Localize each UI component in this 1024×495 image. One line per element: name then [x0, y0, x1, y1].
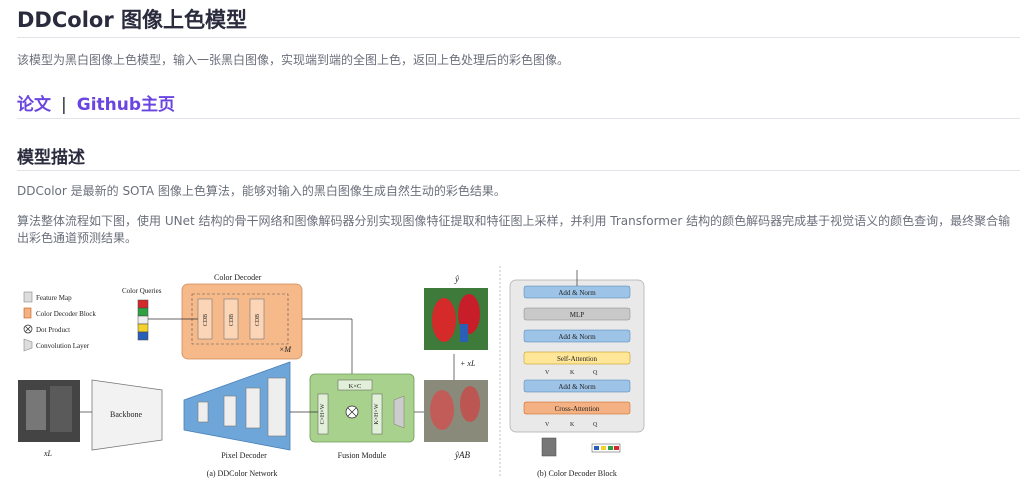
figure-legend: Feature Map Color Decoder Block Dot Prod… [23, 291, 96, 352]
ca-k: K [570, 422, 575, 428]
ca-v: V [545, 422, 550, 428]
xm-label: ×M [279, 345, 292, 354]
plus-xl-label: + xL [460, 359, 476, 368]
page-title: DDColor 图像上色模型 [17, 8, 247, 32]
chw-label: C×H×W [320, 403, 326, 424]
cdb-label-1: CDB [203, 314, 209, 326]
color-queries-label: Color Queries [122, 287, 162, 295]
github-link[interactable]: Github主页 [76, 95, 176, 115]
color-decoder-label: Color Decoder [214, 273, 262, 282]
legend-feature-map: Feature Map [36, 294, 72, 302]
legend-cdb: Color Decoder Block [36, 310, 96, 318]
input-xl-label: xL [43, 449, 53, 458]
caption-a: (a) DDColor Network [207, 469, 278, 478]
pixel-decoder-label: Pixel Decoder [221, 451, 267, 460]
section-title: 模型描述 [17, 148, 85, 168]
block-layer-2: MLP [570, 311, 585, 319]
link-separator: | [61, 95, 67, 115]
backbone-label: Backbone [110, 410, 142, 419]
description-1: DDColor 是最新的 SOTA 图像上色算法，能够对输入的黑白图像生成自然生… [17, 184, 506, 198]
cdb-blocks: CDB CDB CDB [197, 298, 265, 340]
y-hat-ab-label: ŷAB [454, 450, 470, 460]
cdb-label-2: CDB [229, 314, 235, 326]
block-layer-6: Cross-Attention [555, 405, 600, 413]
sa-k: K [570, 370, 575, 376]
title-divider [17, 37, 1020, 38]
fusion-module-label: Fusion Module [338, 451, 387, 460]
legend-dot-product: Dot Product [36, 326, 70, 334]
intro-text: 该模型为黑白图像上色模型，输入一张黑白图像，实现端到端的全图上色，返回上色处理后… [17, 53, 570, 67]
paper-link[interactable]: 论文 [17, 95, 51, 115]
block-layer-5: Add & Norm [558, 383, 596, 391]
y-hat-label: ŷ [454, 274, 459, 284]
color-queries-tokens [137, 299, 149, 341]
block-layer-3: Add & Norm [558, 333, 596, 341]
kc-label: K×C [349, 383, 362, 390]
cdb-label-3: CDB [255, 314, 261, 326]
caption-b: (b) Color Decoder Block [537, 469, 617, 478]
fusion-module-box [309, 373, 415, 443]
pixel-decoder-shape [183, 361, 291, 451]
ca-q: Q [593, 422, 598, 428]
ddcolor-network-figure: Feature Map Color Decoder Block Dot Prod… [18, 266, 645, 478]
links-row: 论文 | Github主页 [17, 90, 175, 115]
block-layer-4: Self-Attention [557, 355, 598, 363]
legend-conv-layer: Convolution Layer [36, 342, 90, 350]
description-2: 算法整体流程如下图，使用 UNet 结构的骨干网络和图像解码器分别实现图像特征提… [17, 214, 1011, 245]
backbone-shape [91, 379, 163, 451]
sa-v: V [545, 370, 550, 376]
khw-label: K×H×W [374, 403, 380, 424]
section-divider [17, 170, 1020, 171]
block-layer-1: Add & Norm [558, 289, 596, 297]
links-divider [17, 118, 1020, 119]
sa-q: Q [593, 370, 598, 376]
